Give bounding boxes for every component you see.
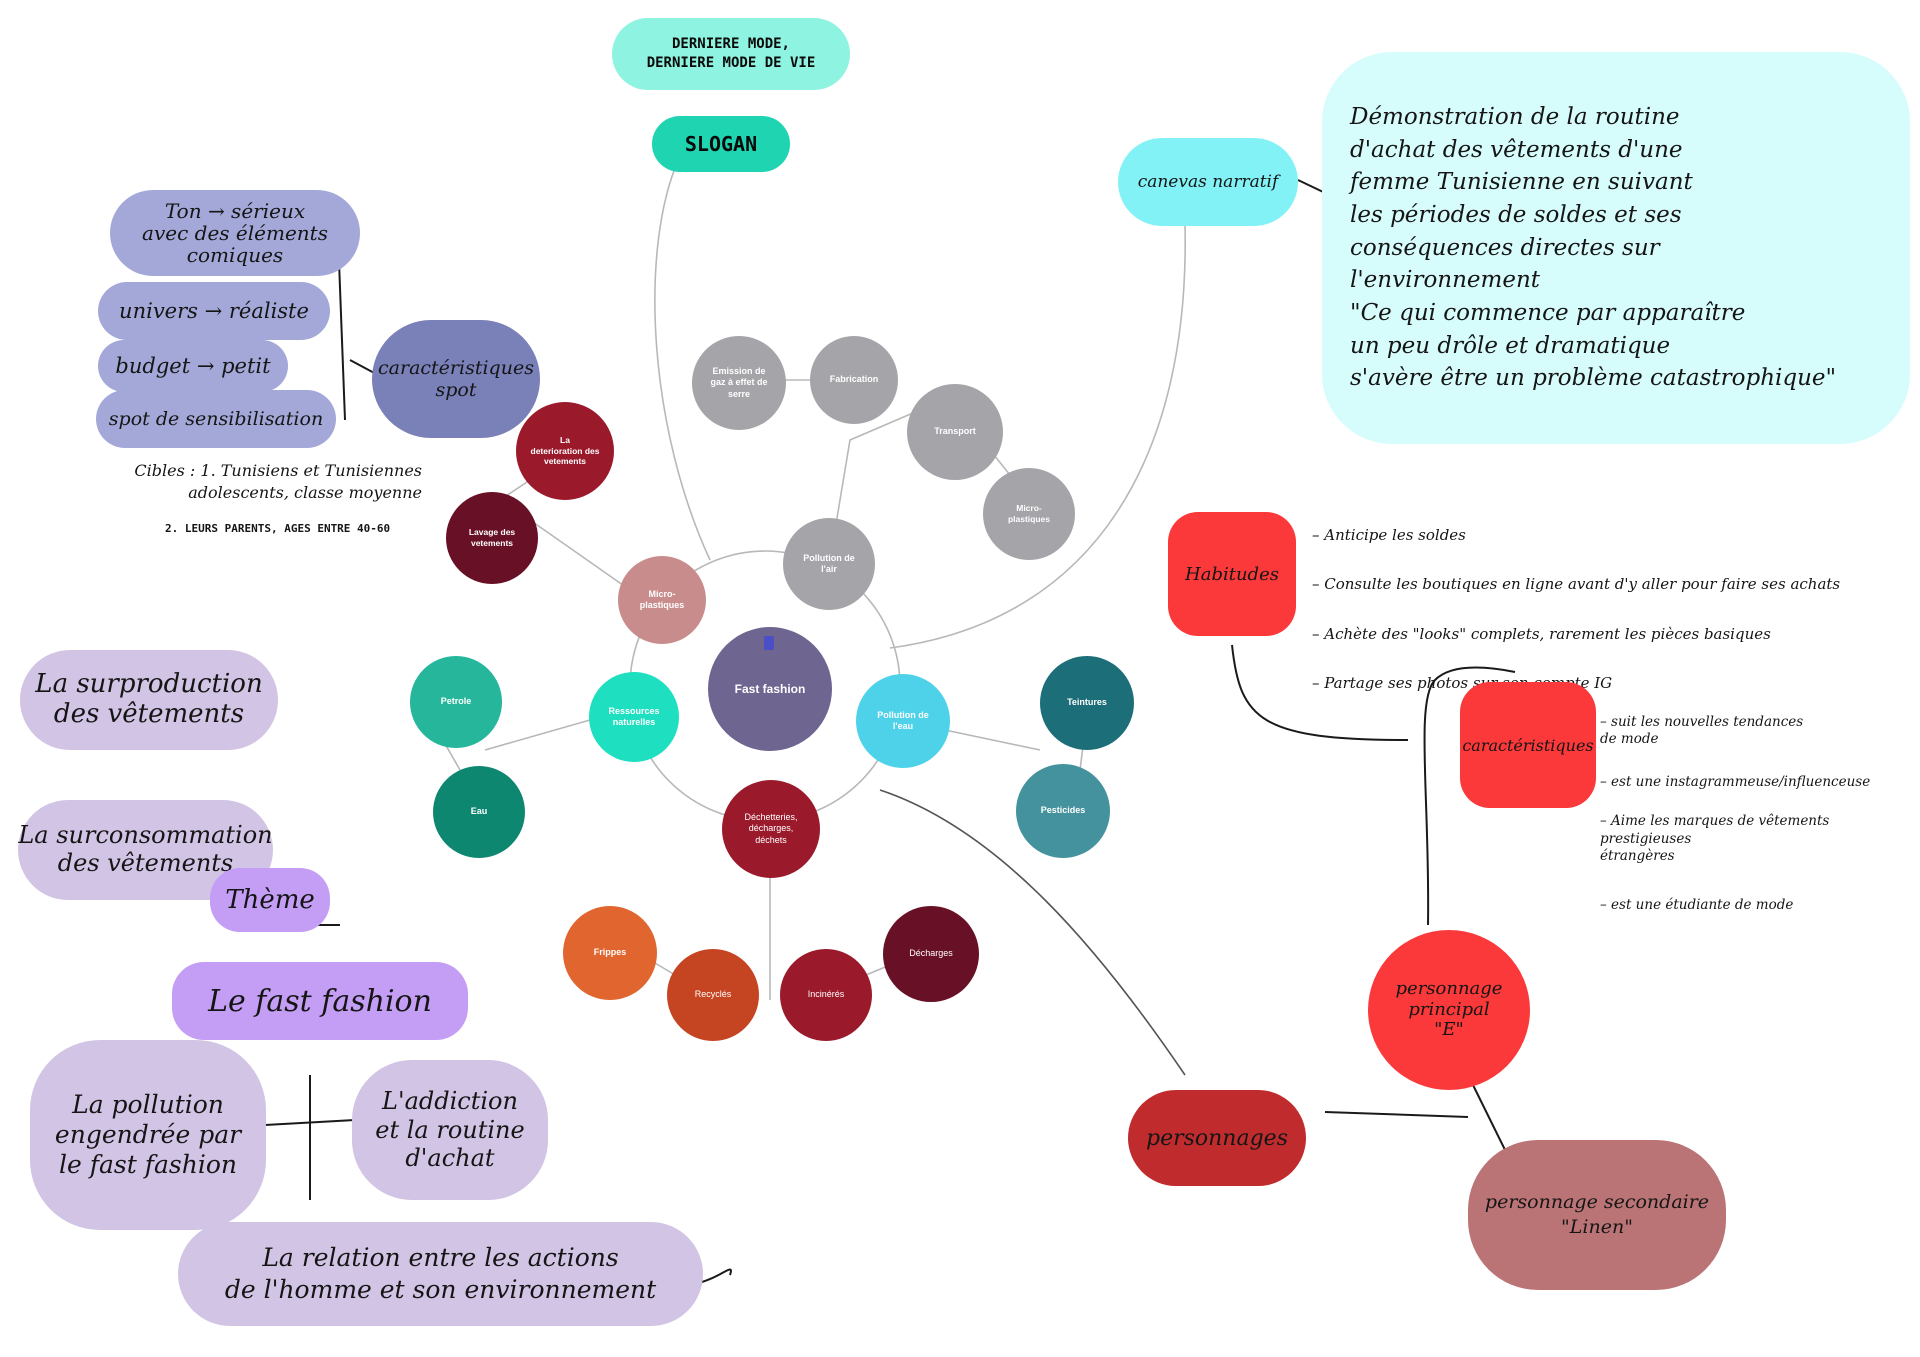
node-frippes: Frippes bbox=[563, 906, 657, 1000]
habitudes-list: – Anticipe les soldes – Consulte les bou… bbox=[1312, 498, 1872, 721]
node-pesticides: Pesticides bbox=[1016, 764, 1110, 858]
link-lavage bbox=[529, 519, 631, 591]
habitude-item: – Partage ses photos sur son compte IG bbox=[1312, 674, 1613, 693]
caracteristique-item: – est une instagrammeuse/influenceuse bbox=[1600, 774, 1871, 791]
cibles-parents-note: 2. LEURS PARENTS, AGES ENTRE 40-60 bbox=[165, 522, 391, 535]
habitude-item: – Consulte les boutiques en ligne avant … bbox=[1312, 575, 1841, 594]
spot-note: spot de sensibilisation bbox=[96, 390, 336, 448]
node-pollution-air: Pollution de l'air bbox=[783, 518, 875, 610]
slogan-text-blob: DERNIERE MODE, DERNIERE MODE DE VIE bbox=[612, 18, 850, 90]
center-title-icon bbox=[764, 636, 774, 650]
fast-fashion-theme-blob: Le fast fashion bbox=[172, 962, 468, 1040]
canevas-text-blob: Démonstration de la routine d'achat des … bbox=[1322, 52, 1910, 444]
habitudes-box: Habitudes bbox=[1168, 512, 1296, 636]
addiction-theme-blob: L'addiction et la routine d'achat bbox=[352, 1060, 548, 1200]
node-micro-plastiques-2: Micro- plastiques bbox=[983, 468, 1075, 560]
stroke-habitudes bbox=[1231, 644, 1409, 741]
node-incineres: Incinérés bbox=[780, 949, 872, 1041]
pollution-theme-blob: La pollution engendrée par le fast fashi… bbox=[30, 1040, 266, 1230]
caracteristique-item: – est une étudiante de mode bbox=[1600, 897, 1794, 914]
personnage-principal-circle: personnage principal "E" bbox=[1368, 930, 1530, 1090]
node-transport: Transport bbox=[907, 384, 1003, 480]
personnage-secondaire-blob: personnage secondaire "Linen" bbox=[1468, 1140, 1726, 1290]
caracteristique-item: – suit les nouvelles tendances de mode bbox=[1600, 713, 1804, 748]
node-micro-plastiques: Micro- plastiques bbox=[618, 556, 706, 644]
node-deterioration-vetements: La deterioration des vetements bbox=[516, 402, 614, 500]
caracteristique-item: – Aime les marques de vêtements prestigi… bbox=[1600, 813, 1830, 865]
link-personnages bbox=[879, 789, 1186, 1076]
caracteristiques-perso-box: caractéristiques bbox=[1460, 682, 1596, 808]
node-pollution-eau: Pollution de l'eau bbox=[856, 674, 950, 768]
link-slogan bbox=[654, 167, 711, 561]
slogan-label-blob: SLOGAN bbox=[652, 116, 790, 172]
stroke-personnages bbox=[1324, 1111, 1469, 1118]
canevas-narratif-blob: canevas narratif bbox=[1118, 138, 1298, 226]
node-dechets: Déchetteries, décharges, déchets bbox=[722, 780, 820, 878]
stroke-theme-cross-h bbox=[264, 1119, 356, 1126]
link-ressources-left bbox=[484, 719, 591, 751]
theme-label-blob: Thème bbox=[210, 868, 330, 932]
link-eau-right bbox=[944, 729, 1041, 751]
univers-note: univers → réaliste bbox=[98, 282, 330, 340]
node-petrole: Petrole bbox=[410, 656, 502, 748]
node-decharges: Décharges bbox=[883, 906, 979, 1002]
habitude-item: – Anticipe les soldes bbox=[1312, 525, 1466, 544]
personnages-blob: personnages bbox=[1128, 1090, 1306, 1186]
link-canevas bbox=[889, 224, 1186, 649]
caracteristiques-perso-list: – suit les nouvelles tendances de mode –… bbox=[1600, 696, 1918, 933]
node-ressources-naturelles: Ressources naturelles bbox=[589, 672, 679, 762]
budget-note: budget → petit bbox=[98, 340, 288, 392]
relation-theme-blob: La relation entre les actions de l'homme… bbox=[178, 1222, 703, 1326]
node-fabrication: Fabrication bbox=[810, 336, 898, 424]
habitude-item: – Achète des "looks" complets, rarement … bbox=[1312, 624, 1771, 643]
node-teintures: Teintures bbox=[1040, 656, 1134, 750]
node-emission-gaz: Emission de gaz à effet de serre bbox=[692, 336, 786, 430]
ton-note: Ton → sérieux avec des éléments comiques bbox=[110, 190, 360, 276]
surproduction-blob: La surproduction des vêtements bbox=[20, 650, 278, 750]
cibles-note: Cibles : 1. Tunisiens et Tunisiennes ado… bbox=[134, 461, 422, 502]
node-recycles: Recyclés bbox=[667, 949, 759, 1041]
stroke-principal-up bbox=[1423, 666, 1516, 926]
node-eau: Eau bbox=[433, 766, 525, 858]
caracteristiques-spot-blob: caractéristiques spot bbox=[372, 320, 540, 438]
node-lavage-vetements: Lavage des vetements bbox=[446, 492, 538, 584]
